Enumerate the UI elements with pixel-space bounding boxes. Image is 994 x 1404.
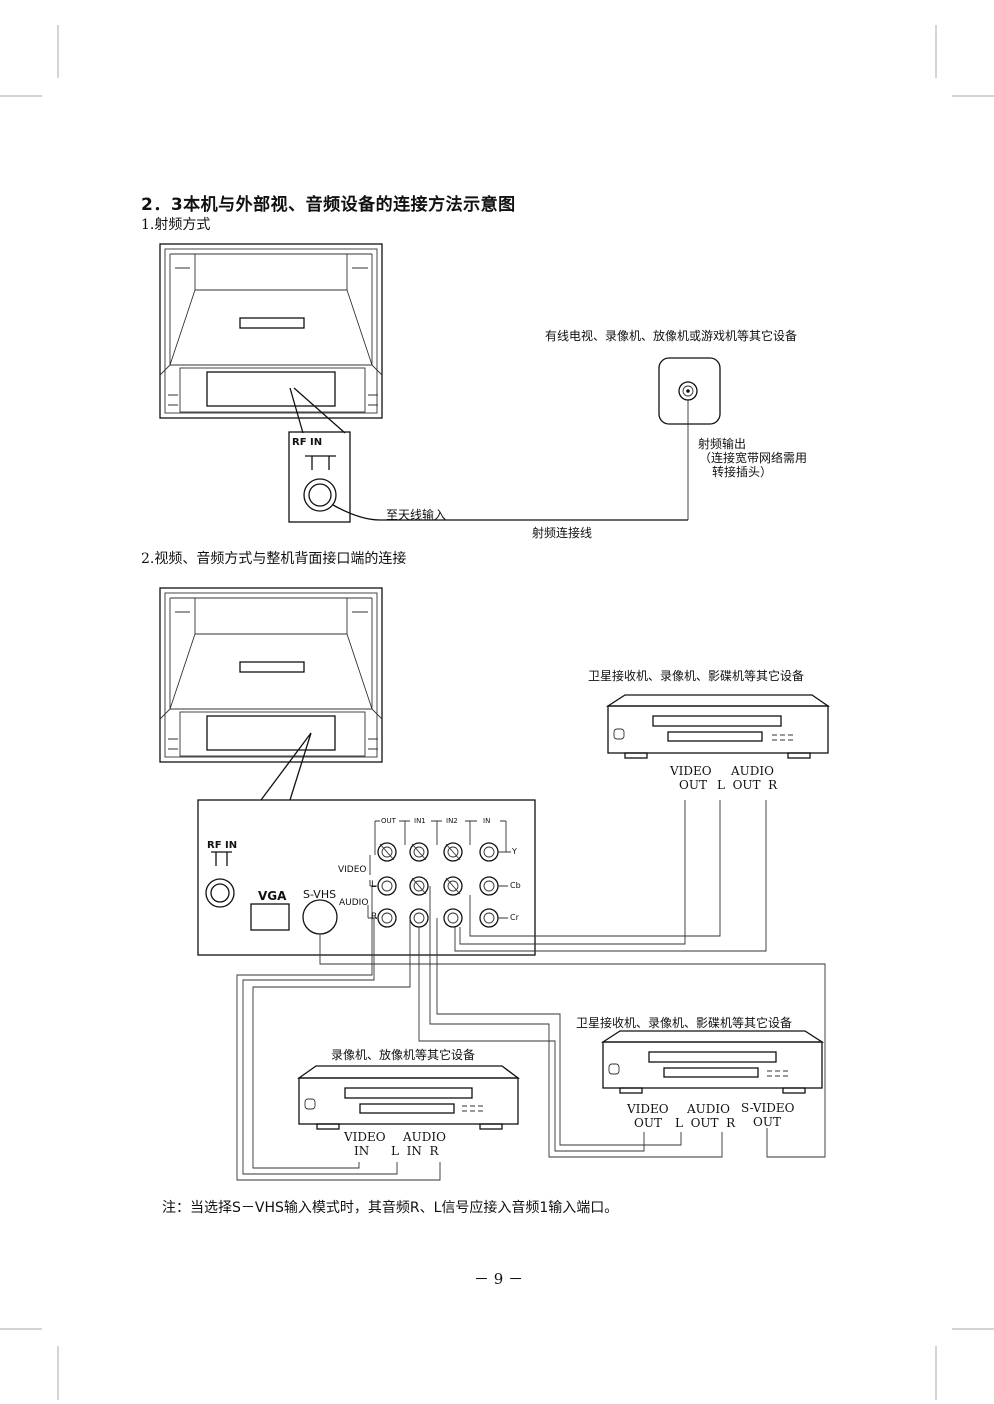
panel-audio: AUDIO xyxy=(339,898,369,908)
panel-cr: Cr xyxy=(510,913,519,922)
panel-col-in: IN xyxy=(483,817,491,825)
device-left-label: 录像机、放像机等其它设备 xyxy=(331,1048,476,1062)
vcr-left xyxy=(296,1065,520,1130)
tv-rear-view-1 xyxy=(159,243,383,419)
device-right-out: OUT xyxy=(634,1116,662,1130)
footnote: 注：当选择S－VHS输入模式时，其音频R、L信号应接入音频1输入端口。 xyxy=(162,1200,619,1216)
panel-col-in2: IN2 xyxy=(446,817,458,825)
device-right-audio: AUDIO xyxy=(687,1102,730,1116)
rf-out-line-2: （连接宽带网络需用 xyxy=(699,451,808,465)
tv-rear-view-2 xyxy=(159,587,383,763)
panel-col-out: OUT xyxy=(381,817,396,825)
rf-source-device xyxy=(658,357,721,520)
panel-y: Y xyxy=(512,847,517,856)
antenna-input-label: 至天线输入 xyxy=(386,508,447,522)
zoom-pointer xyxy=(260,732,312,801)
page-number: － 9 － xyxy=(474,1270,524,1288)
vcr-top-right xyxy=(605,694,831,759)
rf-cable-label: 射频连接线 xyxy=(532,526,593,540)
panel-cb: Cb xyxy=(510,881,521,890)
device-left-in: IN xyxy=(354,1144,370,1158)
vcr-right xyxy=(600,1030,825,1094)
device-top-out: OUT xyxy=(679,778,707,792)
device-right-lr: L OUT R xyxy=(675,1116,736,1130)
device-right-label: 卫星接收机、录像机、影碟机等其它设备 xyxy=(576,1016,793,1030)
device-left-audio: AUDIO xyxy=(403,1130,446,1144)
device-right-svideo: S-VIDEO xyxy=(741,1101,795,1115)
device-left-video: VIDEO xyxy=(344,1130,386,1144)
panel-svhs: S-VHS xyxy=(303,888,337,901)
panel-video: VIDEO xyxy=(338,865,367,875)
device-right-video: VIDEO xyxy=(627,1102,669,1116)
av-jacks xyxy=(377,842,510,928)
av-back-panel xyxy=(197,799,536,956)
panel-vga: VGA xyxy=(258,889,287,903)
device-top-label: 卫星接收机、录像机、影碟机等其它设备 xyxy=(588,669,805,683)
rf-in-label: RF IN xyxy=(292,437,323,448)
rf-in-zoom xyxy=(288,387,351,523)
device-top-audio: AUDIO xyxy=(731,764,774,778)
device-left-lr: L IN R xyxy=(391,1144,439,1158)
rf-out-line-3: 转接插头） xyxy=(712,465,773,479)
panel-col-in1: IN1 xyxy=(414,817,426,825)
device-right-svideo-out: OUT xyxy=(753,1115,781,1129)
cables xyxy=(236,800,826,1181)
section-title: 2．3本机与外部视、音频设备的连接方法示意图 xyxy=(141,195,516,215)
device-top-lr: L OUT R xyxy=(717,778,778,792)
av-heading: 2.视频、音频方式与整机背面接口端的连接 xyxy=(141,551,407,567)
rf-device-label: 有线电视、录像机、放像机或游戏机等其它设备 xyxy=(545,329,798,343)
crop-marks xyxy=(0,25,994,1400)
device-top-video: VIDEO xyxy=(670,764,712,778)
rf-out-line-1: 射频输出 xyxy=(698,437,747,451)
rf-cable xyxy=(332,504,688,521)
rf-heading: 1.射频方式 xyxy=(141,217,211,233)
panel-l: L xyxy=(371,880,377,890)
panel-r: R xyxy=(371,912,378,922)
panel-rf-in: RF IN xyxy=(207,840,238,851)
